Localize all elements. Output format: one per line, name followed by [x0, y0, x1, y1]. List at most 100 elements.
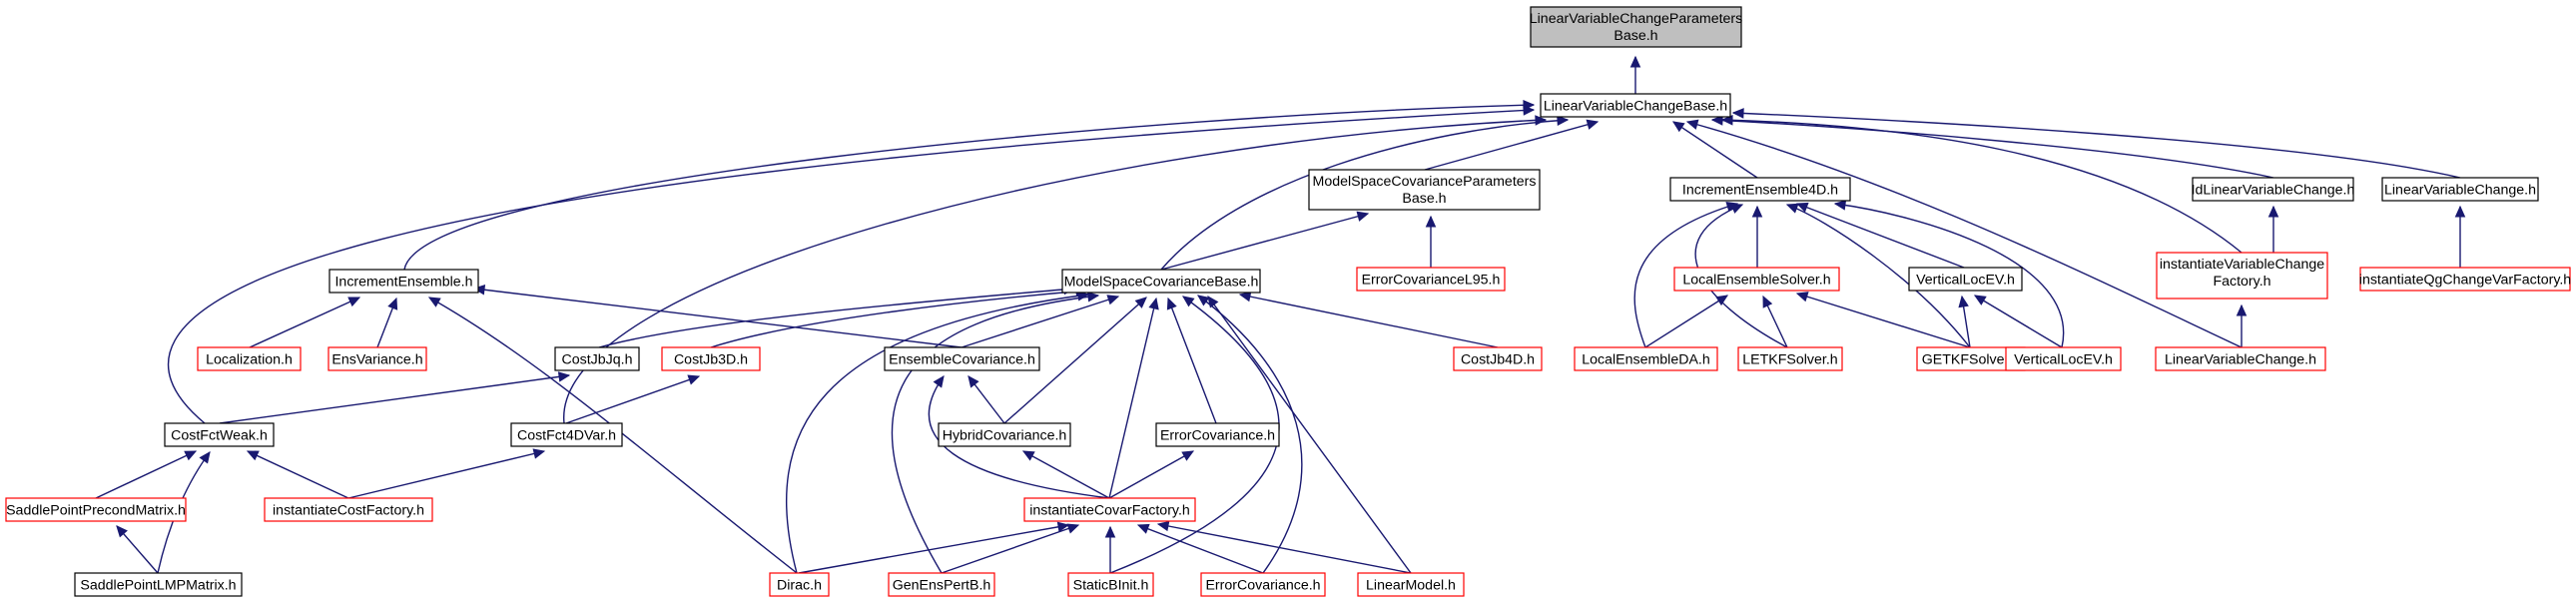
node-letkf[interactable]: LETKFSolver.h: [1737, 346, 1843, 371]
edge-icvf-to-mscb: [1108, 297, 1159, 499]
arrowhead-icon: [1731, 108, 1744, 119]
node-vle2[interactable]: VerticalLocEV.h: [2005, 346, 2122, 371]
node-box: [2155, 346, 2326, 371]
node-lvc2[interactable]: LinearVariableChange.h: [2155, 346, 2326, 371]
edge-line: [1108, 450, 1194, 499]
node-label: VerticalLocEV.h: [2014, 352, 2113, 368]
node-leda[interactable]: LocalEnsembleDA.h: [1574, 346, 1718, 371]
edge-line: [565, 375, 700, 424]
node-box: [2359, 267, 2571, 292]
edge-line: [1003, 297, 1147, 424]
node-splmp[interactable]: SaddlePointLMPMatrix.h: [74, 572, 243, 597]
node-label: CostJbJq.h: [562, 352, 633, 368]
node-les[interactable]: LocalEnsembleSolver.h: [1673, 267, 1840, 292]
edge-cjb4d-to-mscb: [1238, 291, 1499, 348]
edge-icvf-to-ensc: [928, 375, 1110, 499]
node-box: [938, 422, 1071, 447]
edge-dirac-to-ie: [427, 297, 798, 574]
arrowhead-icon: [1785, 203, 1799, 214]
edge-line: [1834, 203, 2065, 348]
edge-line: [891, 295, 1099, 574]
node-loc[interactable]: Localization.h: [197, 346, 302, 371]
arrowhead-icon: [532, 448, 546, 459]
edge-cf4d-to-cjb3d: [565, 374, 701, 424]
node-cfw[interactable]: CostFctWeak.h: [164, 422, 275, 447]
node-cjb3d[interactable]: CostJb3D.h: [661, 346, 761, 371]
node-label: GETKFSolver.h: [1922, 352, 2021, 368]
edge-line: [598, 288, 1075, 348]
node-lvc1[interactable]: LinearVariableChange.h: [2381, 177, 2539, 202]
node-iqg[interactable]: instantiateQgChangeVarFactory.h: [2359, 267, 2571, 292]
arrowhead-icon: [1166, 297, 1177, 310]
node-cf4d[interactable]: CostFct4DVar.h: [510, 422, 623, 447]
arrowhead-icon: [1762, 295, 1773, 308]
edge-layer: [95, 55, 2466, 574]
node-sbi[interactable]: StaticBInit.h: [1067, 572, 1154, 597]
node-ie4d[interactable]: IncrementEnsemble4D.h: [1669, 177, 1851, 202]
node-box: [1669, 177, 1851, 202]
node-box: [5, 497, 187, 522]
edge-lm-to-mscb: [1207, 296, 1412, 574]
node-getkf[interactable]: GETKFSolver.h: [1916, 346, 2026, 371]
node-label: CostJb4D.h: [1461, 352, 1535, 368]
node-box: [1908, 267, 2023, 292]
edge-icf-to-cf4d: [347, 448, 546, 499]
node-label: ErrorCovarianceL95.h: [1362, 273, 1501, 289]
arrowhead-icon: [1356, 211, 1370, 222]
node-mscb[interactable]: ModelSpaceCovarianceBase.h: [1061, 269, 1261, 294]
node-gepb[interactable]: GenEnsPertB.h: [888, 572, 995, 597]
edge-line: [1137, 524, 1264, 574]
node-lm[interactable]: LinearModel.h: [1357, 572, 1465, 597]
node-label: instantiateCovarFactory.h: [1029, 503, 1190, 519]
node-icvf[interactable]: instantiateCovarFactory.h: [1023, 497, 1196, 522]
node-label: Base.h: [1402, 191, 1446, 207]
node-box: [510, 422, 623, 447]
edge-line: [710, 290, 1087, 348]
edge-ensv-to-ie: [376, 297, 398, 348]
edge-splmp-to-sppm: [116, 525, 159, 574]
edge-idlvc-to-lvcb: [1710, 115, 2274, 179]
node-vle1[interactable]: VerticalLocEV.h: [1908, 267, 2023, 292]
edge-mscb-to-mscpb: [1160, 211, 1370, 271]
node-label: GenEnsPertB.h: [893, 578, 991, 594]
node-label: CostJb3D.h: [674, 352, 748, 368]
node-cjb4d[interactable]: CostJb4D.h: [1453, 346, 1543, 371]
node-ec2[interactable]: ErrorCovariance.h: [1200, 572, 1326, 597]
edge-line: [219, 374, 570, 424]
node-ie[interactable]: IncrementEnsemble.h: [328, 269, 479, 294]
node-ec1[interactable]: ErrorCovariance.h: [1155, 422, 1280, 447]
arrowhead-icon: [472, 284, 486, 296]
arrowhead-icon: [1795, 202, 1809, 213]
node-sppm[interactable]: SaddlePointPrecondMatrix.h: [5, 497, 187, 522]
node-ensv[interactable]: EnsVariance.h: [327, 346, 427, 371]
node-ensc[interactable]: EnsembleCovariance.h: [884, 346, 1040, 371]
node-box: [264, 497, 433, 522]
node-ecl95[interactable]: ErrorCovarianceL95.h: [1356, 267, 1506, 292]
node-label: EnsVariance.h: [331, 352, 422, 368]
edge-line: [1424, 121, 1599, 171]
arrowhead-icon: [1958, 295, 1969, 308]
arrowhead-icon: [1148, 297, 1159, 310]
arrowhead-icon: [1629, 55, 1641, 68]
arrowhead-icon: [1751, 205, 1763, 218]
node-box: [1357, 572, 1465, 597]
node-lvcb[interactable]: LinearVariableChangeBase.h: [1540, 93, 1731, 118]
edge-icvf-to-ec1: [1108, 450, 1195, 499]
node-icf[interactable]: instantiateCostFactory.h: [264, 497, 433, 522]
node-box: [164, 422, 275, 447]
node-hyc[interactable]: HybridCovariance.h: [938, 422, 1071, 447]
edge-lvc2-to-ivcf: [2236, 303, 2248, 347]
node-box: [1200, 572, 1326, 597]
edge-vle1-to-ie4d: [1795, 202, 1965, 269]
edge-icf-to-cfw: [246, 450, 349, 499]
arrowhead-icon: [2236, 303, 2248, 316]
node-cjbjq[interactable]: CostJbJq.h: [554, 346, 640, 371]
edge-icvf-to-hyc: [1021, 450, 1110, 499]
arrowhead-icon: [1207, 296, 1219, 308]
node-dirac[interactable]: Dirac.h: [769, 572, 830, 597]
node-idlvc[interactable]: IdLinearVariableChange.h: [2192, 177, 2355, 202]
arrowhead-icon: [1021, 450, 1035, 461]
